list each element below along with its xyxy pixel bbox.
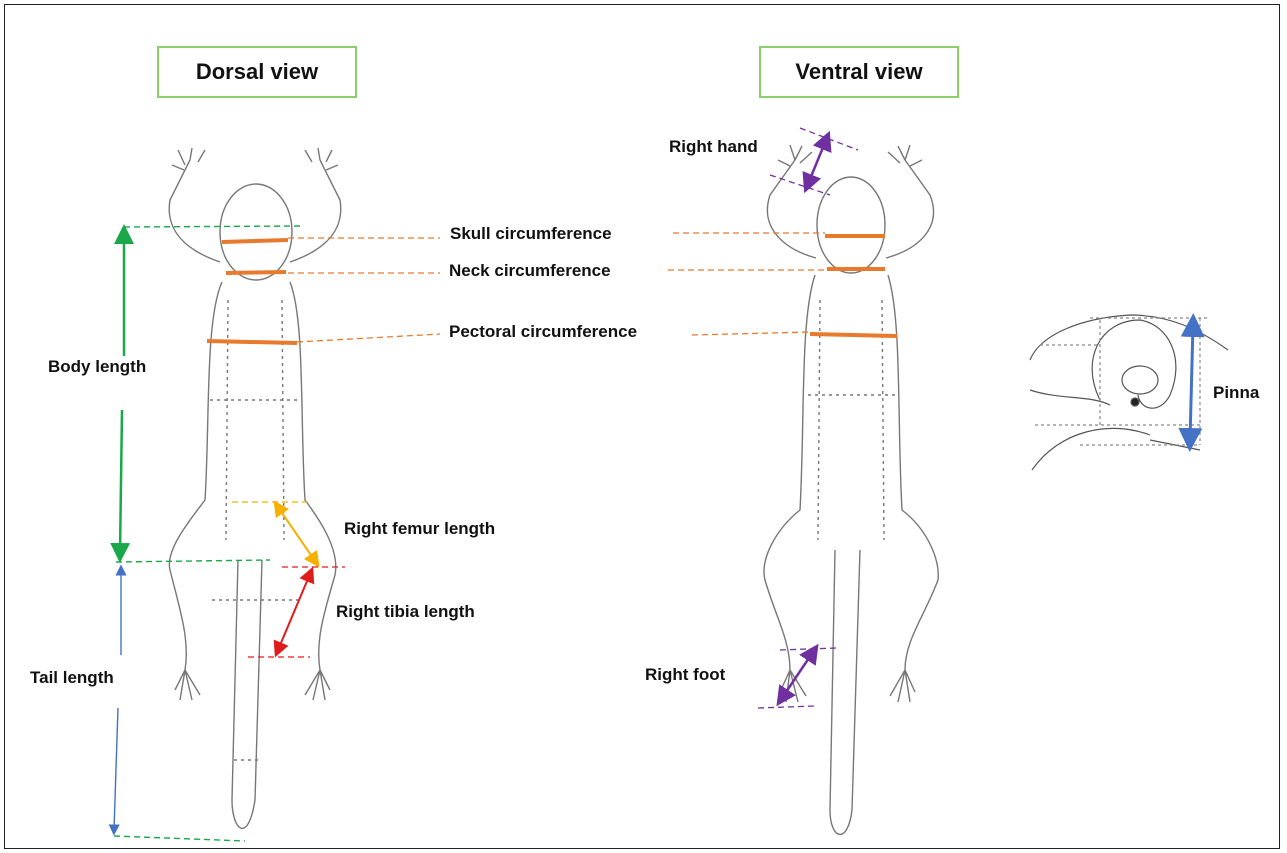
right-foot-label: Right foot (645, 665, 725, 685)
pinna-label: Pinna (1213, 383, 1259, 403)
tail-length-bottom-guide (114, 836, 245, 841)
body-length-bottom-guide (116, 560, 270, 562)
pectoral-leader-left (297, 334, 440, 342)
pectoral-bar-ventral (810, 334, 897, 336)
ventral-view-title: Ventral view (759, 46, 959, 98)
ventral-body-outline (764, 145, 938, 834)
femur-arrow (278, 507, 315, 561)
neck-bar-dorsal (226, 272, 286, 273)
skull-bar-dorsal (222, 240, 288, 242)
tibia-length-label: Right tibia length (336, 602, 475, 622)
hand-top-guide (800, 128, 858, 150)
body-length-arrow-lower (120, 410, 122, 553)
right-hand-label: Right hand (669, 137, 758, 157)
pectoral-leader-right (692, 332, 810, 335)
femur-measure (232, 502, 315, 561)
hand-bottom-guide (770, 175, 830, 195)
neck-circumference-label: Neck circumference (449, 261, 611, 281)
skull-circumference-label: Skull circumference (450, 224, 612, 244)
tail-length-measure (114, 570, 245, 841)
femur-length-label: Right femur length (344, 519, 495, 539)
foot-bottom-guide (758, 706, 815, 708)
dorsal-view-title: Dorsal view (157, 46, 357, 98)
foot-arrow (782, 652, 813, 698)
pinna-sketch (1030, 315, 1228, 470)
hand-arrow (808, 140, 826, 184)
pectoral-bar-dorsal (207, 341, 297, 343)
tail-length-label: Tail length (30, 668, 114, 688)
body-length-top-guide (124, 226, 300, 227)
tibia-arrow (278, 574, 310, 650)
hand-foot-measure (758, 128, 858, 708)
body-length-label: Body length (48, 357, 146, 377)
tibia-measure (248, 567, 345, 657)
pectoral-circumference-label: Pectoral circumference (449, 322, 637, 342)
tail-length-arrow-lower (114, 708, 118, 830)
pinna-arrow (1190, 325, 1193, 440)
dorsal-body-outline (169, 148, 341, 828)
